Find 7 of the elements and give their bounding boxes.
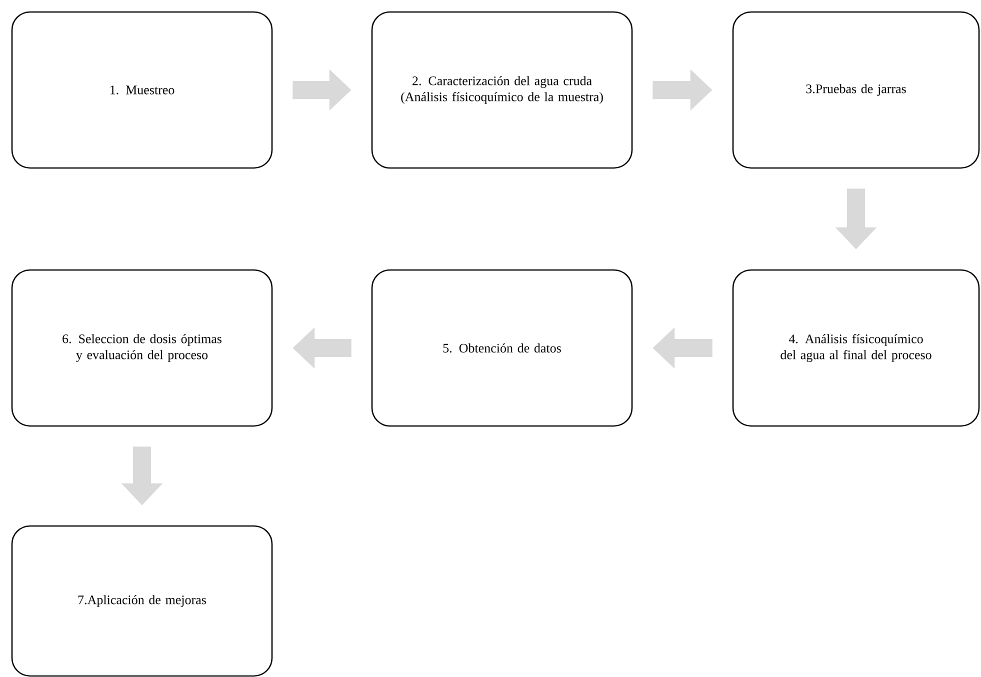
process-box: 2. Caracterización del agua cruda (Análisis físicoquímico de la muestra) <box>371 11 633 169</box>
process-box: 1. Muestreo <box>11 11 273 169</box>
process-box: 3.Pruebas de jarras <box>732 11 980 169</box>
process-box: 7.Aplicación de mejoras <box>11 525 273 677</box>
process-box: 4. Análisis físicoquímico del agua al final del proceso <box>732 269 980 427</box>
process-box: 6. Seleccion de dosis óptimas y evaluación del proceso <box>11 269 273 427</box>
process-box: 5. Obtención de datos <box>371 269 633 427</box>
